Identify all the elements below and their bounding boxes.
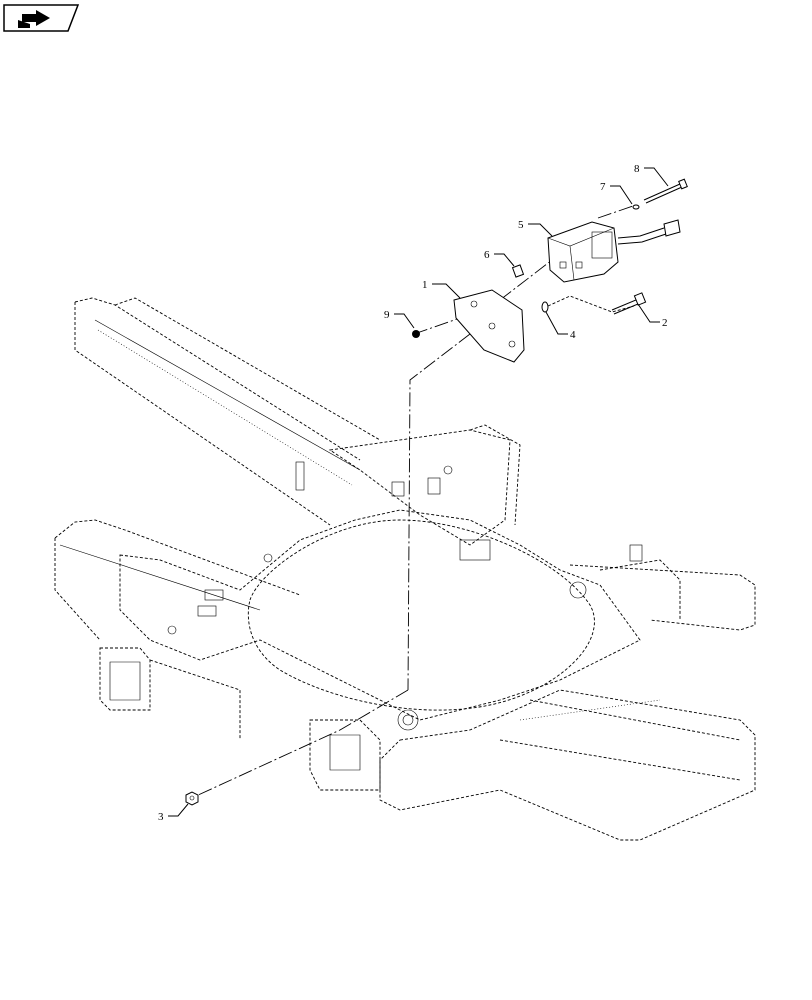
part-9-nut — [412, 330, 420, 338]
part-2-cap-screw — [611, 292, 647, 315]
callout-1: 1 — [422, 279, 461, 299]
callout-2: 2 — [637, 303, 668, 329]
callout-3-label: 3 — [158, 811, 164, 823]
callout-7: 7 — [600, 181, 633, 205]
callout-5: 5 — [518, 219, 553, 237]
callout-6: 6 — [484, 249, 515, 267]
part-5-switch-housing — [547, 219, 681, 283]
callout-7-label: 7 — [600, 181, 606, 193]
part-3-hex-nut — [185, 791, 199, 806]
callout-4-label: 4 — [570, 329, 576, 341]
callout-2-label: 2 — [662, 317, 668, 329]
callout-8: 8 — [634, 163, 669, 187]
part-7-washer — [632, 204, 640, 210]
assembly-centerlines — [195, 204, 637, 797]
next-page-button[interactable] — [3, 4, 80, 32]
chassis-frame — [54, 297, 756, 841]
part-4-washer — [541, 301, 549, 313]
callout-5-label: 5 — [518, 219, 524, 231]
callout-6-label: 6 — [484, 249, 490, 261]
callout-9-label: 9 — [384, 309, 390, 321]
part-8-bolt — [643, 178, 688, 204]
next-page-arrow-icon — [18, 10, 50, 28]
callout-3: 3 — [158, 803, 189, 823]
callout-4: 4 — [545, 311, 576, 341]
callout-8-label: 8 — [634, 163, 640, 175]
part-1-mounting-plate — [453, 289, 525, 363]
callout-9: 9 — [384, 309, 415, 329]
callout-1-label: 1 — [422, 279, 428, 291]
part-6-spacer — [511, 264, 525, 278]
